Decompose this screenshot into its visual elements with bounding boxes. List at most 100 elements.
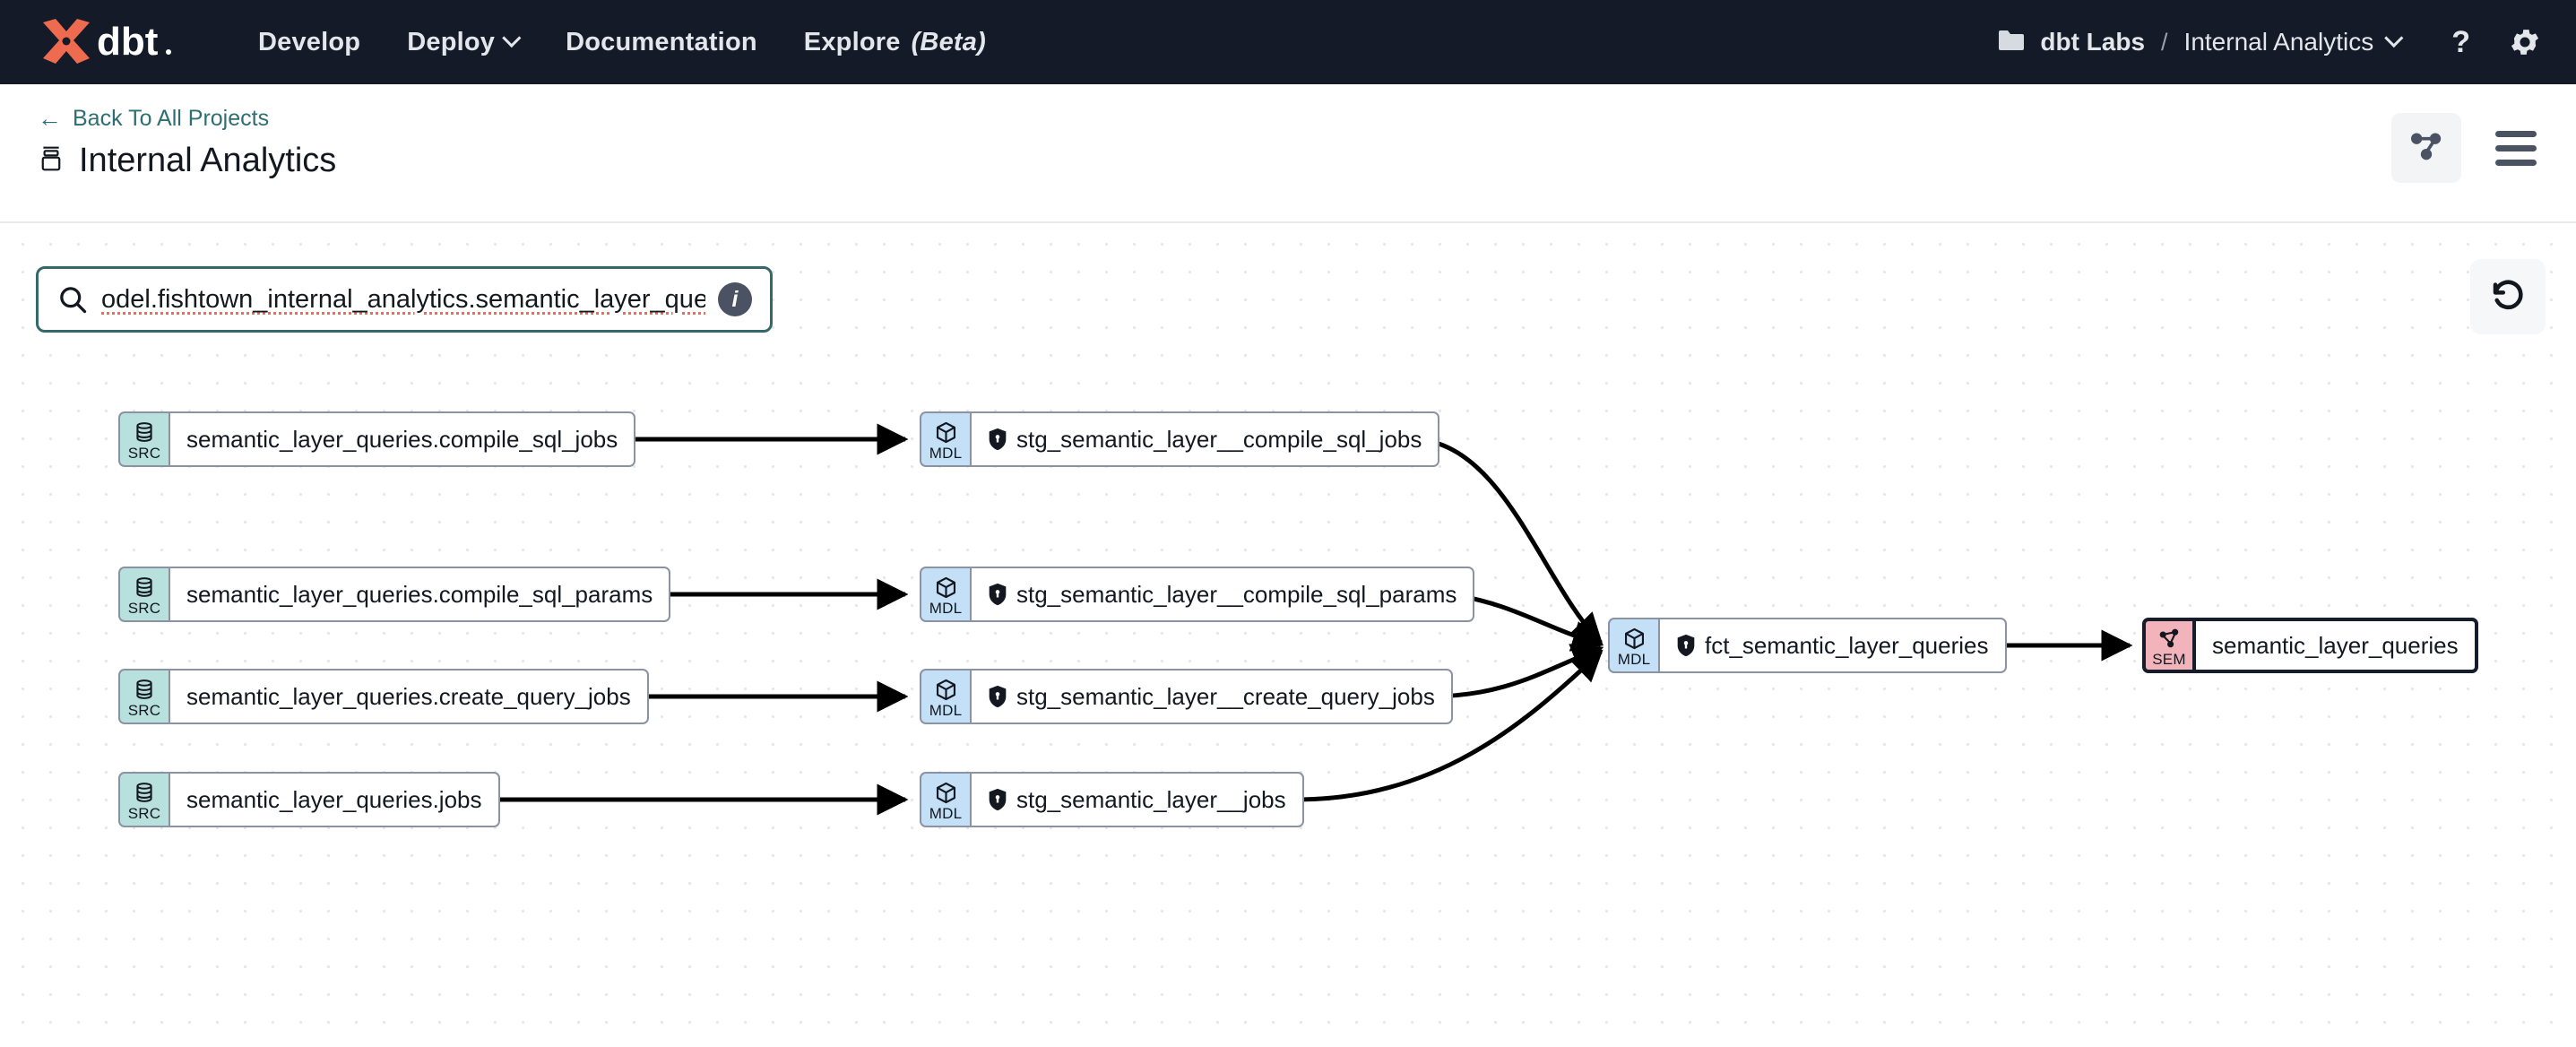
node-type-badge: SEM	[2142, 618, 2192, 673]
lineage-node-semantic-model[interactable]: SEM semantic_layer_queries	[2142, 618, 2478, 673]
database-icon	[133, 678, 156, 702]
node-type-label: SEM	[2152, 650, 2186, 668]
org-name: dbt Labs	[2040, 28, 2146, 56]
node-body[interactable]: semantic_layer_queries.compile_sql_jobs	[169, 411, 636, 467]
top-navigation-bar: dbt Develop Deploy Documentation Explore…	[0, 0, 2576, 84]
edge-mdl4-fct	[1290, 649, 1604, 802]
nav-item-documentation[interactable]: Documentation	[542, 28, 781, 57]
nav-label-deploy: Deploy	[407, 27, 496, 56]
node-label: semantic_layer_queries.compile_sql_param…	[186, 580, 653, 608]
edge-mdl3-fct	[1428, 644, 1604, 699]
node-type-label: MDL	[1617, 650, 1651, 668]
nav-item-develop[interactable]: Develop	[235, 28, 384, 57]
cube-icon	[934, 575, 958, 600]
lineage-graph-icon	[2408, 128, 2444, 169]
folder-icon	[1997, 28, 2026, 57]
reset-view-button[interactable]	[2470, 259, 2546, 334]
node-body[interactable]: stg_semantic_layer__compile_sql_params	[970, 567, 1475, 622]
node-body[interactable]: stg_semantic_layer__create_query_jobs	[970, 669, 1453, 724]
page-title-row: Internal Analytics	[38, 142, 336, 180]
node-label: semantic_layer_queries.jobs	[186, 785, 482, 813]
node-type-badge: MDL	[1608, 618, 1658, 673]
search-icon	[56, 283, 89, 316]
chevron-down-icon	[2384, 28, 2404, 48]
search-input-wrapper[interactable]: odel.fishtown_internal_analytics.semanti…	[36, 266, 773, 333]
lineage-node-src[interactable]: SRC semantic_layer_queries.create_query_…	[118, 669, 649, 724]
node-type-label: SRC	[127, 444, 161, 462]
node-label: fct_semantic_layer_queries	[1705, 631, 1989, 659]
node-type-badge: MDL	[920, 772, 970, 827]
dbt-logo[interactable]: dbt	[38, 17, 174, 67]
node-type-badge: SRC	[118, 772, 169, 827]
node-type-label: MDL	[929, 804, 963, 822]
node-body[interactable]: fct_semantic_layer_queries	[1658, 618, 2007, 673]
reset-rotate-icon	[2489, 276, 2527, 318]
nav-label-develop: Develop	[258, 27, 361, 56]
page-title: Internal Analytics	[79, 142, 337, 179]
help-icon[interactable]: ?	[2451, 24, 2470, 59]
nav-item-deploy[interactable]: Deploy	[384, 28, 542, 57]
shield-icon	[988, 685, 1007, 708]
lineage-edges	[489, 423, 2133, 816]
node-body[interactable]: stg_semantic_layer__jobs	[970, 772, 1304, 827]
node-label: stg_semantic_layer__compile_sql_params	[1016, 580, 1457, 608]
primary-nav-links: Develop Deploy Documentation Explore (Be…	[235, 28, 1009, 57]
lineage-canvas[interactable]: odel.fishtown_internal_analytics.semanti…	[0, 223, 2576, 1047]
lineage-node-src[interactable]: SRC semantic_layer_queries.compile_sql_j…	[118, 411, 636, 467]
node-body[interactable]: stg_semantic_layer__compile_sql_jobs	[970, 411, 1440, 467]
lineage-node-model-fct[interactable]: MDL fct_semantic_layer_queries	[1608, 618, 2007, 673]
database-icon	[133, 781, 156, 805]
node-label: semantic_layer_queries	[2212, 631, 2459, 659]
node-type-badge: SRC	[118, 411, 169, 467]
shield-icon	[988, 428, 1007, 451]
node-type-label: SRC	[127, 701, 161, 719]
shield-icon	[988, 583, 1007, 606]
hamburger-menu-icon	[2495, 130, 2537, 137]
node-label: stg_semantic_layer__jobs	[1016, 785, 1286, 813]
node-type-badge: MDL	[920, 567, 970, 622]
svg-text:dbt: dbt	[97, 20, 159, 64]
node-type-badge: SRC	[118, 669, 169, 724]
search-input[interactable]: odel.fishtown_internal_analytics.semanti…	[101, 284, 705, 314]
shield-icon	[1676, 634, 1696, 657]
header-actions	[2391, 113, 2544, 183]
node-label: stg_semantic_layer__create_query_jobs	[1016, 682, 1435, 710]
hamburger-menu-button[interactable]	[2488, 113, 2544, 183]
node-type-badge: MDL	[920, 411, 970, 467]
node-body[interactable]: semantic_layer_queries.jobs	[169, 772, 500, 827]
node-label: stg_semantic_layer__compile_sql_jobs	[1016, 425, 1422, 453]
lineage-node-src[interactable]: SRC semantic_layer_queries.jobs	[118, 772, 500, 827]
info-icon[interactable]: i	[718, 282, 752, 316]
lineage-node-model[interactable]: MDL stg_semantic_layer__jobs	[920, 772, 1304, 827]
project-selector[interactable]: Internal Analytics	[2183, 28, 2404, 56]
nav-item-explore[interactable]: Explore (Beta)	[781, 28, 1009, 57]
nav-label-explore-beta: (Beta)	[911, 27, 986, 56]
database-icon	[133, 420, 156, 445]
edge-mdl1-fct	[1417, 437, 1604, 645]
nav-right-cluster: dbt Labs / Internal Analytics ?	[1997, 25, 2542, 60]
project-subheader: ← Back To All Projects Internal Analytic…	[0, 84, 2576, 223]
node-body[interactable]: semantic_layer_queries.create_query_jobs	[169, 669, 649, 724]
lineage-node-model[interactable]: MDL stg_semantic_layer__compile_sql_jobs	[920, 411, 1440, 467]
lineage-node-model[interactable]: MDL stg_semantic_layer__compile_sql_para…	[920, 567, 1475, 622]
node-type-label: SRC	[127, 804, 161, 822]
cube-icon	[934, 781, 958, 805]
back-to-all-projects-link[interactable]: ← Back To All Projects	[38, 106, 269, 132]
org-breadcrumb[interactable]: dbt Labs	[1997, 28, 2145, 57]
node-body[interactable]: semantic_layer_queries	[2192, 618, 2478, 673]
lineage-node-model[interactable]: MDL stg_semantic_layer__create_query_job…	[920, 669, 1453, 724]
database-icon	[133, 575, 156, 600]
node-label: semantic_layer_queries.create_query_jobs	[186, 682, 631, 710]
lineage-node-src[interactable]: SRC semantic_layer_queries.compile_sql_p…	[118, 567, 671, 622]
node-body[interactable]: semantic_layer_queries.compile_sql_param…	[169, 567, 671, 622]
project-name: Internal Analytics	[2183, 28, 2374, 56]
nav-label-documentation: Documentation	[566, 27, 757, 56]
lineage-view-button[interactable]	[2391, 113, 2461, 183]
semantic-graph-icon	[2157, 627, 2182, 651]
nav-label-explore: Explore	[803, 27, 901, 56]
node-type-badge: MDL	[920, 669, 970, 724]
cube-icon	[1622, 627, 1647, 651]
gear-icon[interactable]	[2508, 25, 2542, 59]
node-type-label: MDL	[929, 444, 963, 462]
breadcrumb-separator: /	[2161, 28, 2168, 56]
